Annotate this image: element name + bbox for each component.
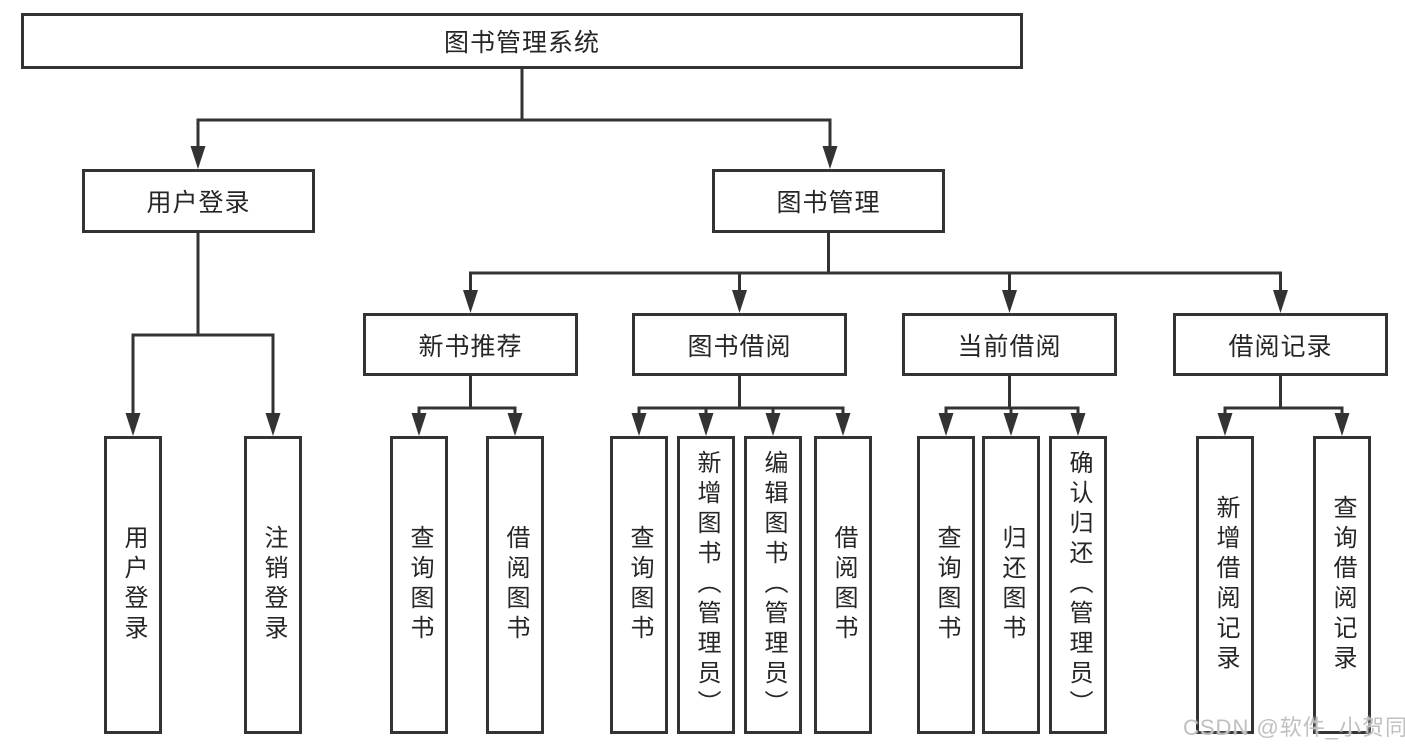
leaf-borrow-books-borrowing: 借阅图书 xyxy=(814,436,872,734)
leaf-logout: 注销登录 xyxy=(244,436,302,734)
node-library-system-label: 图书管理系统 xyxy=(443,29,600,57)
node-current-borrowing: 当前借阅 xyxy=(902,313,1117,376)
csdn-watermark: CSDN @软件_小贺同学 xyxy=(1183,715,1405,740)
connector-root-to-level1 xyxy=(196,69,832,152)
leaf-return-books: 归还图书 xyxy=(982,436,1040,734)
connector-bookmgmt-to-level2 xyxy=(469,233,1282,297)
node-book-borrowing-label: 图书借阅 xyxy=(687,332,792,361)
leaf-query-books-current: 查询图书 xyxy=(917,436,975,734)
leaf-query-books-recommend-label: 查询图书 xyxy=(406,525,433,645)
leaf-confirm-return-admin: 确认归还（管理员） xyxy=(1049,436,1107,734)
node-book-management-label: 图书管理 xyxy=(776,189,881,217)
leaf-borrow-books-recommend-label: 借阅图书 xyxy=(502,525,529,645)
node-book-borrowing: 图书借阅 xyxy=(632,313,847,376)
leaf-edit-book-admin-label: 编辑图书（管理员） xyxy=(760,450,787,720)
node-new-book-recommend: 新书推荐 xyxy=(363,313,578,376)
leaf-query-borrow-record: 查询借阅记录 xyxy=(1313,436,1371,734)
leaf-add-borrow-record: 新增借阅记录 xyxy=(1196,436,1254,734)
leaf-user-login: 用户登录 xyxy=(104,436,162,734)
node-user-login-label: 用户登录 xyxy=(146,189,251,217)
node-current-borrowing-label: 当前借阅 xyxy=(957,332,1062,361)
node-borrowing-records: 借阅记录 xyxy=(1173,313,1388,376)
leaf-borrow-books-recommend: 借阅图书 xyxy=(486,436,544,734)
node-new-book-recommend-label: 新书推荐 xyxy=(418,332,523,361)
leaf-add-book-admin-label: 新增图书（管理员） xyxy=(693,450,720,720)
node-library-system: 图书管理系统 xyxy=(21,13,1023,69)
connector-borrowing-to-leaves xyxy=(637,376,845,420)
leaf-logout-label: 注销登录 xyxy=(260,525,287,645)
connector-userlogin-to-leaves xyxy=(131,233,275,420)
leaf-query-books-recommend: 查询图书 xyxy=(390,436,448,734)
leaf-query-books-current-label: 查询图书 xyxy=(933,525,960,645)
node-user-login: 用户登录 xyxy=(82,169,315,233)
leaf-confirm-return-admin-label: 确认归还（管理员） xyxy=(1065,450,1092,720)
leaf-return-books-label: 归还图书 xyxy=(998,525,1025,645)
node-borrowing-records-label: 借阅记录 xyxy=(1228,332,1333,361)
leaf-query-books-borrowing: 查询图书 xyxy=(610,436,668,734)
connector-recommend-to-leaves xyxy=(417,376,517,420)
leaf-query-borrow-record-label: 查询借阅记录 xyxy=(1329,495,1356,675)
leaf-query-books-borrowing-label: 查询图书 xyxy=(626,525,653,645)
node-book-management: 图书管理 xyxy=(712,169,945,233)
leaf-user-login-label: 用户登录 xyxy=(120,525,147,645)
leaf-edit-book-admin: 编辑图书（管理员） xyxy=(744,436,802,734)
leaf-add-borrow-record-label: 新增借阅记录 xyxy=(1212,495,1239,675)
connector-records-to-leaves xyxy=(1223,376,1344,420)
leaf-borrow-books-borrowing-label: 借阅图书 xyxy=(830,525,857,645)
leaf-add-book-admin: 新增图书（管理员） xyxy=(677,436,735,734)
